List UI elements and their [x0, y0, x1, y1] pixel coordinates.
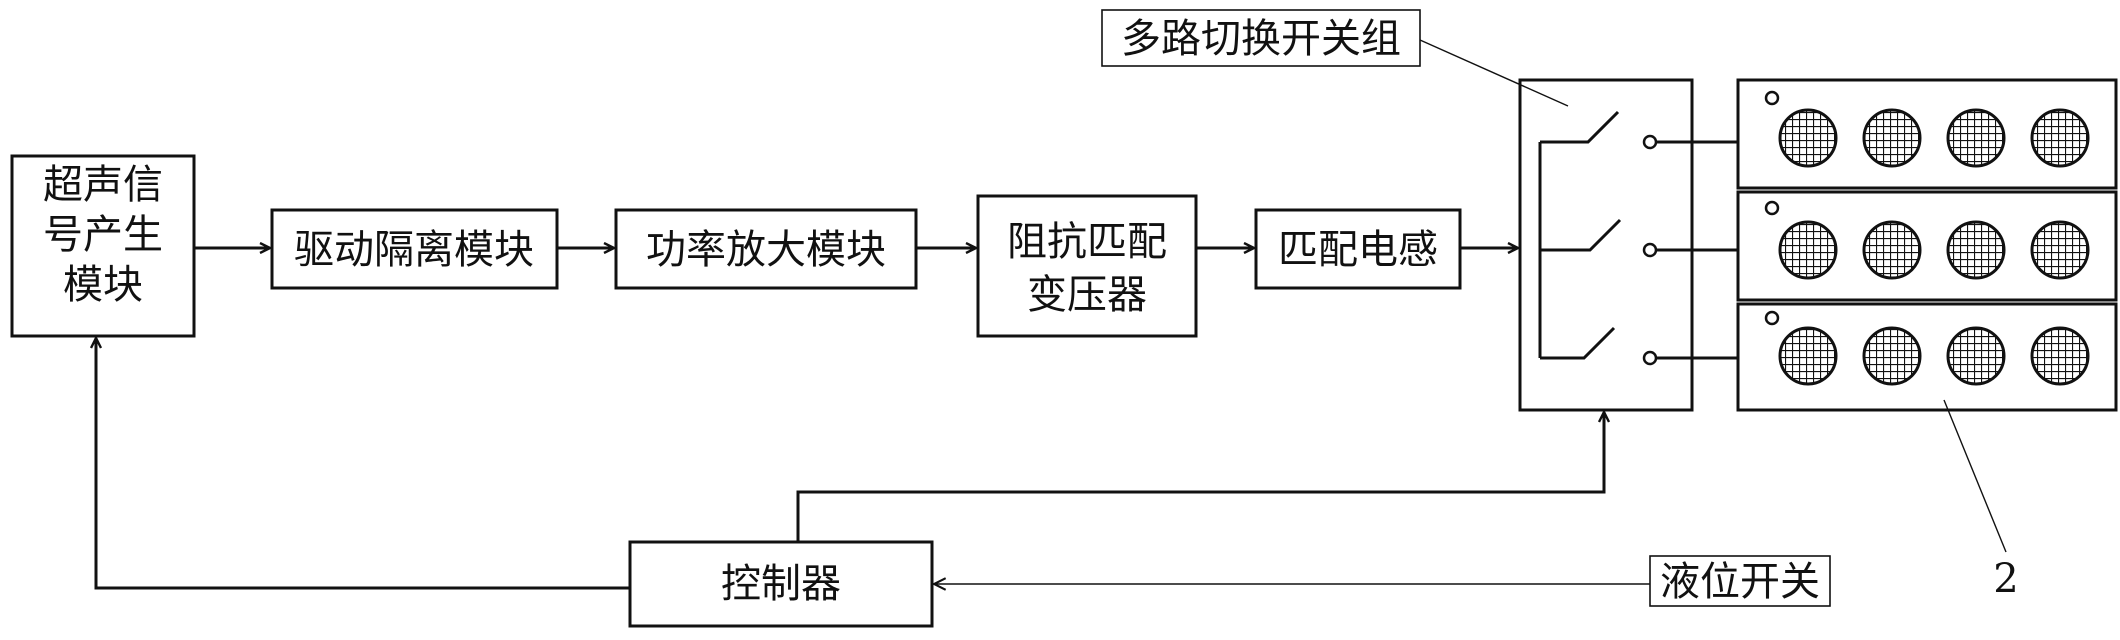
row-1-marker — [1764, 90, 1780, 106]
switch-channel-1 — [1540, 110, 1658, 150]
transducer-panel — [1736, 78, 2118, 412]
transducer-element — [1946, 108, 2006, 168]
transducer-element — [1946, 220, 2006, 280]
switch-contact-1 — [1642, 134, 1658, 150]
matching-inductor-label: 匹配电感 — [1278, 227, 1438, 273]
transducer-element — [1778, 108, 1838, 168]
switch-output-wires — [1656, 140, 1738, 360]
matching-transformer-block: 阻抗匹配 变压器 — [976, 194, 1198, 338]
controller-block: 控制器 — [628, 540, 934, 628]
switch-contact-2 — [1642, 242, 1658, 258]
row-2-elements — [1764, 200, 2090, 280]
row-1-elements — [1764, 90, 2090, 168]
signal-generator-line-1: 超声信 — [43, 162, 163, 208]
transducer-callout: 2 — [1943, 399, 2019, 602]
transducer-element — [1862, 220, 1922, 280]
switch-group-callout: 多路切换开关组 — [1101, 9, 1569, 107]
arrow-controller-to-generator — [96, 338, 630, 590]
power-amplifier-block: 功率放大模块 — [614, 208, 918, 290]
row-3-elements — [1764, 310, 2090, 386]
switch-group-label: 多路切换开关组 — [1121, 16, 1401, 62]
power-amplifier-label: 功率放大模块 — [646, 227, 886, 273]
transducer-element — [2030, 220, 2090, 280]
transducer-element — [2030, 108, 2090, 168]
transducer-element — [2030, 326, 2090, 386]
driver-isolation-block: 驱动隔离模块 — [270, 208, 559, 290]
row-3-marker — [1764, 310, 1780, 326]
transducer-element — [1778, 220, 1838, 280]
matching-transformer-line-2: 变压器 — [1027, 272, 1147, 318]
matching-inductor-block: 匹配电感 — [1254, 208, 1462, 290]
arrow-controller-to-switch — [796, 412, 1604, 542]
controller-label: 控制器 — [721, 561, 841, 607]
transducer-number-label: 2 — [1993, 556, 2018, 602]
transducer-element — [1862, 326, 1922, 386]
transducer-element — [1778, 326, 1838, 386]
row-2-marker — [1764, 200, 1780, 216]
signal-generator-line-3: 模块 — [63, 262, 143, 308]
signal-generator-block: 超声信 号产生 模块 — [10, 154, 196, 338]
signal-generator-line-2: 号产生 — [43, 212, 163, 258]
transducer-element — [1862, 108, 1922, 168]
level-switch-label: 液位开关 — [1660, 559, 1820, 605]
transducer-element — [1946, 326, 2006, 386]
switch-group-block — [1518, 78, 1694, 412]
driver-isolation-label: 驱动隔离模块 — [294, 227, 534, 273]
switch-contact-3 — [1642, 350, 1658, 366]
matching-transformer-line-1: 阻抗匹配 — [1007, 219, 1167, 265]
level-switch-block: 液位开关 — [1649, 555, 1831, 607]
